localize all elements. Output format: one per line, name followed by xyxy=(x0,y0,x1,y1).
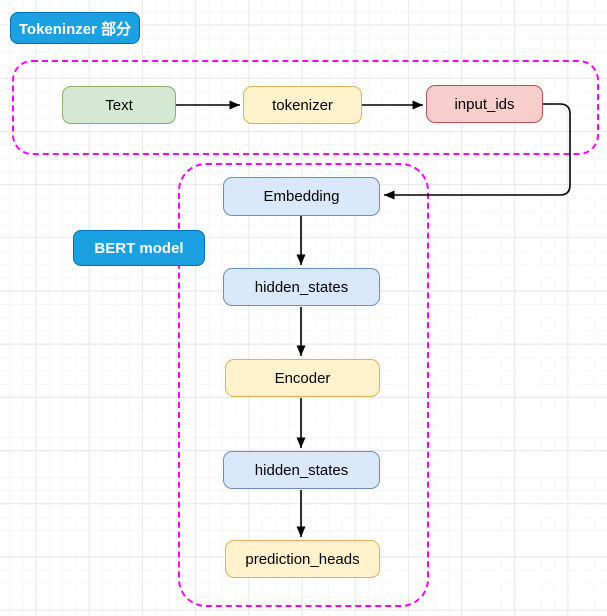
arrow-input-ids-to-embedding[interactable] xyxy=(384,103,571,200)
tokenizer-section-badge[interactable]: Tokeninzer 部分 xyxy=(10,12,140,44)
node-text[interactable]: Text xyxy=(62,86,176,124)
node-encoder[interactable]: Encoder xyxy=(225,359,380,397)
node-embedding[interactable]: Embedding xyxy=(223,177,380,216)
tokenizer-group-outline[interactable] xyxy=(12,60,599,155)
node-prediction-heads[interactable]: prediction_heads xyxy=(225,540,380,578)
bert-group-outline[interactable] xyxy=(178,163,429,607)
node-hidden-states-2[interactable]: hidden_states xyxy=(223,451,380,489)
node-input-ids[interactable]: input_ids xyxy=(426,85,543,123)
node-tokenizer[interactable]: tokenizer xyxy=(243,86,362,124)
node-hidden-states-1[interactable]: hidden_states xyxy=(223,268,380,306)
bert-model-badge[interactable]: BERT model xyxy=(73,230,205,266)
